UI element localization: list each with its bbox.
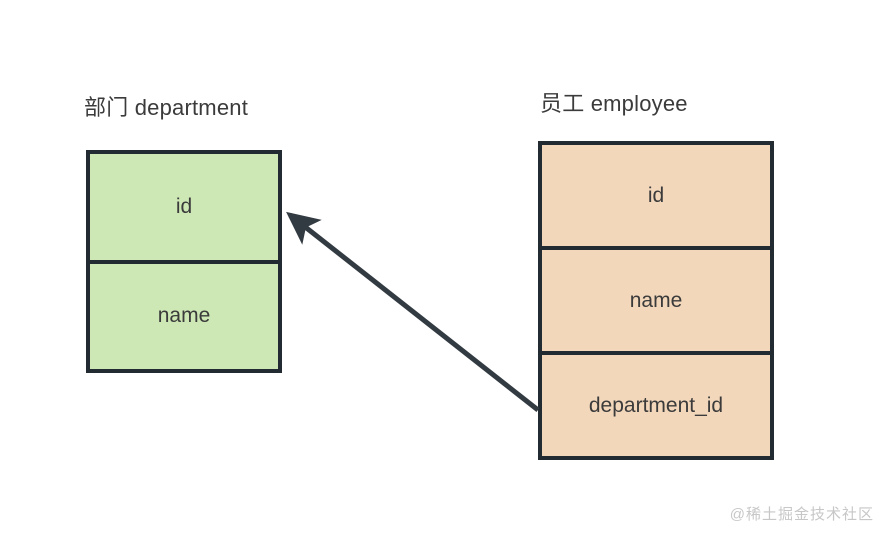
foreign-key-arrow[interactable] bbox=[286, 211, 540, 412]
entity-box-employee[interactable]: id name department_id bbox=[538, 141, 774, 460]
entity-title-department: 部门 department bbox=[84, 95, 249, 120]
entity-box-department[interactable]: id name bbox=[86, 150, 282, 373]
entity-field-employee-name[interactable]: name bbox=[542, 246, 770, 351]
entity-field-employee-department-id[interactable]: department_id bbox=[542, 351, 770, 456]
entity-field-department-id[interactable]: id bbox=[90, 154, 278, 260]
entity-field-department-name[interactable]: name bbox=[90, 259, 278, 369]
entity-field-employee-id[interactable]: id bbox=[542, 145, 770, 246]
entity-title-employee: 员工 employee bbox=[540, 91, 688, 116]
watermark-text: @稀土掘金技术社区 bbox=[729, 506, 874, 523]
